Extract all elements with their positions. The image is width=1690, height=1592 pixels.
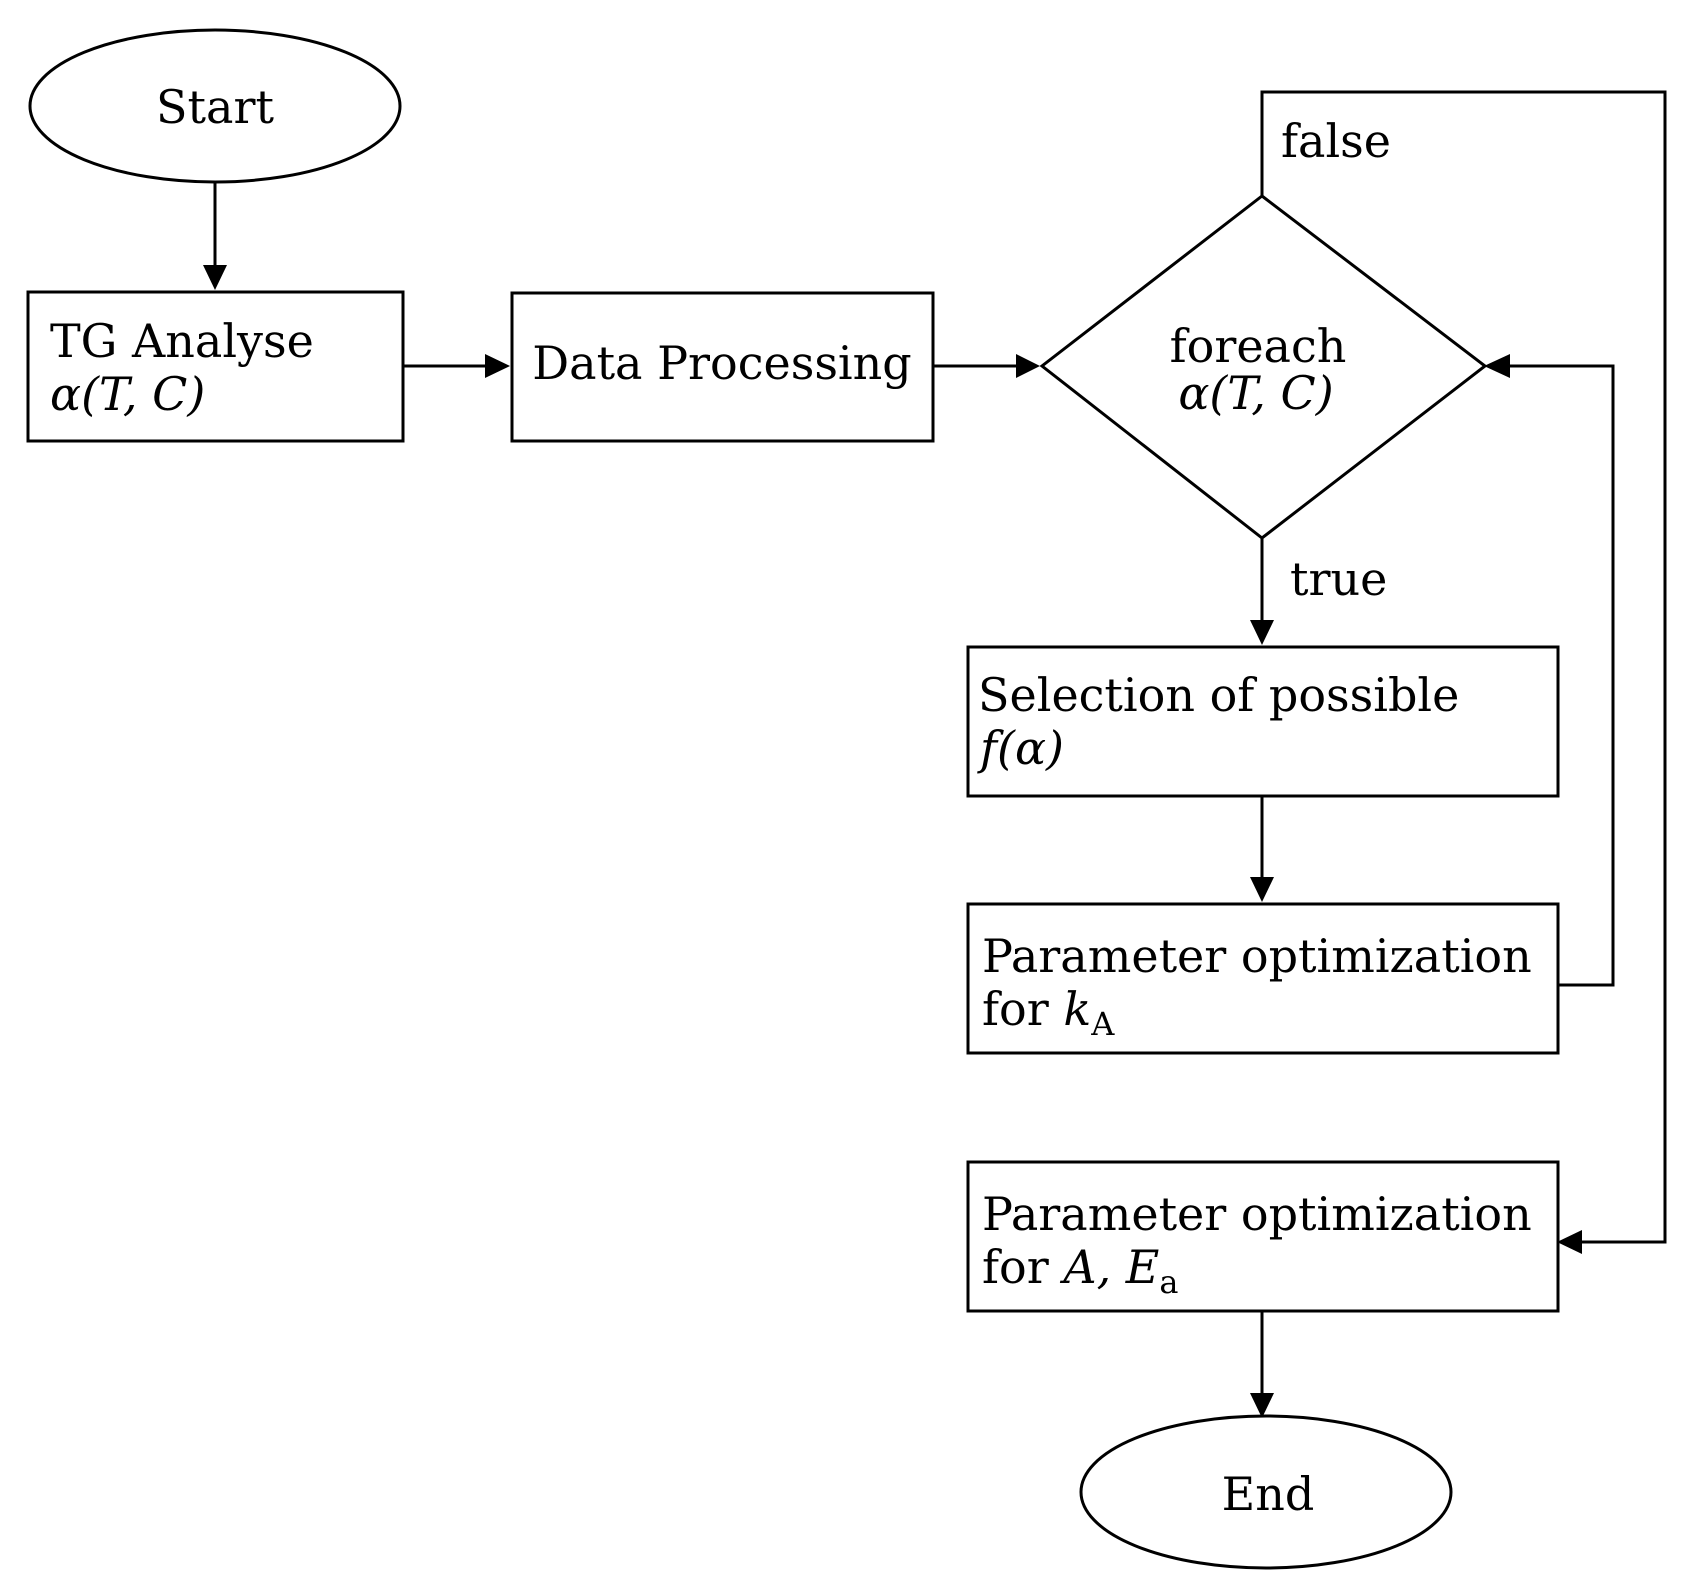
arrowhead-false-to-param-aea (1557, 1230, 1582, 1254)
true-edge-label: true (1290, 552, 1387, 606)
arrowhead-start-to-tg (203, 265, 227, 290)
foreach-formula: α(T, C) (1178, 366, 1333, 420)
param-opt-ka-var: k (1063, 982, 1091, 1036)
tg-analyse-formula: α(T, C) (50, 367, 205, 421)
param-opt-ka-sub: A (1090, 1005, 1115, 1043)
start-node: Start (28, 28, 402, 184)
param-opt-aea-var: A, E (1059, 1240, 1159, 1294)
arrowhead-loop-back (1484, 354, 1510, 378)
param-opt-aea-sub: a (1159, 1263, 1178, 1301)
edge-param-ka-loop-back (1505, 364, 1615, 987)
param-opt-ka-title: Parameter optimization (982, 929, 1532, 983)
foreach-label: foreach (1170, 319, 1347, 373)
arrowhead-param-aea-to-end (1250, 1393, 1274, 1418)
selection-node: Selection of possible f(α) (966, 645, 1560, 798)
end-label: End (1222, 1467, 1315, 1521)
param-opt-ka-prefix: for (982, 982, 1063, 1036)
end-node: End (1079, 1414, 1453, 1570)
arrowhead-foreach-to-selection (1250, 620, 1274, 645)
arrowhead-dp-to-foreach (1016, 354, 1040, 378)
selection-formula: f(α) (977, 721, 1064, 775)
data-processing-node: Data Processing (510, 291, 935, 443)
start-label: Start (156, 80, 274, 134)
param-opt-ka-line2: for kA (982, 982, 1115, 1043)
arrowhead-selection-to-param-ka (1250, 877, 1274, 902)
param-opt-aea-node: Parameter optimization for A, Ea (966, 1160, 1560, 1313)
param-opt-aea-line2: for A, Ea (982, 1240, 1178, 1301)
arrowhead-tg-to-dp (485, 354, 510, 378)
param-opt-aea-title: Parameter optimization (982, 1187, 1532, 1241)
param-opt-aea-prefix: for (982, 1240, 1063, 1294)
selection-title: Selection of possible (978, 668, 1459, 722)
false-edge-label: false (1281, 114, 1391, 168)
data-processing-label: Data Processing (532, 336, 911, 390)
foreach-decision-node: foreach α(T, C) (1039, 194, 1488, 540)
tg-analyse-title: TG Analyse (50, 314, 314, 368)
edge-foreach-false-to-param-aea (1260, 90, 1667, 1244)
connectors (203, 90, 1667, 1418)
tg-analyse-node: TG Analyse α(T, C) (26, 290, 405, 443)
param-opt-ka-node: Parameter optimization for kA (966, 902, 1560, 1055)
